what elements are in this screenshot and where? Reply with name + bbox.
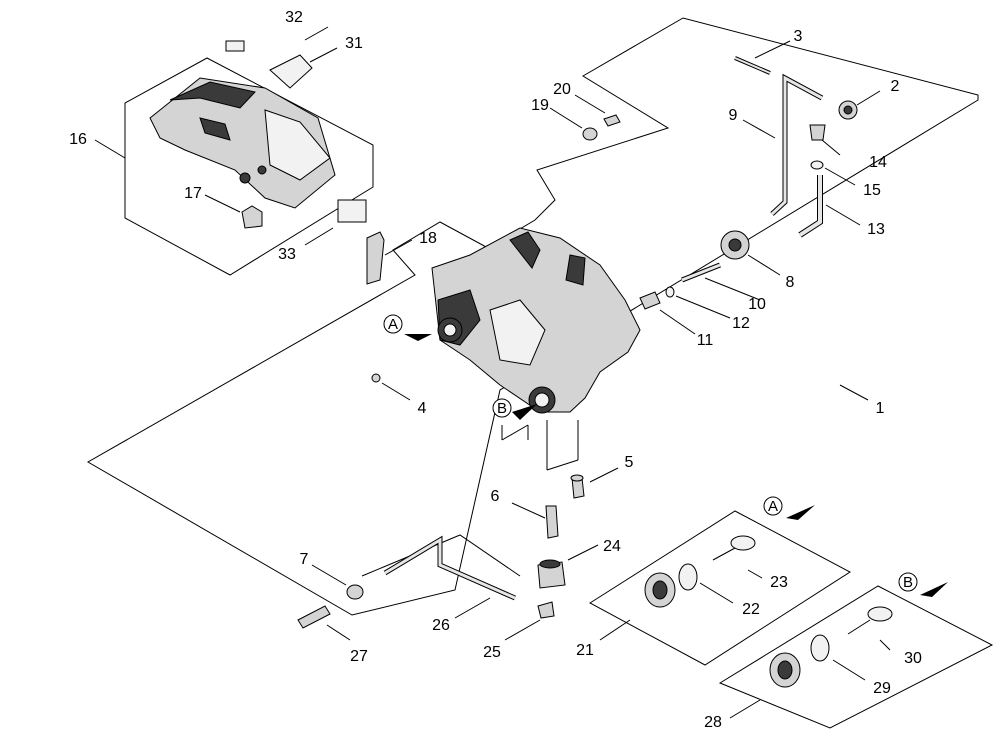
pump-8-center (728, 238, 742, 252)
callout-32: 32 (285, 9, 303, 26)
callout-20: 20 (553, 81, 571, 98)
bolt-5-head (570, 474, 584, 482)
marker-b-right: B (898, 572, 948, 597)
tube-13-highlight (798, 175, 822, 237)
knob-2-center (843, 105, 853, 115)
marker-b-left-label: B (497, 400, 507, 417)
callout-29: 29 (873, 680, 891, 697)
cap-24-top (539, 559, 561, 569)
washer-12-part (665, 286, 675, 298)
rod-3-highlight (734, 57, 771, 74)
marker-a-left-label: A (388, 316, 398, 333)
seal-group-a-outline (589, 510, 851, 666)
decal-31-part (269, 54, 313, 89)
marker-b-right-arrow (920, 582, 948, 597)
callout-18: 18 (419, 230, 437, 247)
marker-b-left-arrow (512, 404, 537, 420)
marker-a-right: A (763, 496, 815, 520)
screw-4-part (371, 373, 381, 383)
cover-group-outline (124, 57, 374, 276)
marker-a-right-arrow (786, 505, 815, 520)
callout-7: 7 (300, 551, 309, 568)
callout-16: 16 (69, 131, 87, 148)
grommet-7-part (346, 584, 364, 600)
plate-30-stem (847, 619, 871, 635)
callout-21: 21 (576, 642, 594, 659)
crankcase-part (431, 227, 641, 414)
marker-a-right-label: A (768, 498, 778, 515)
callout-5: 5 (625, 454, 634, 471)
callout-26: 26 (432, 617, 450, 634)
rod-9-part (770, 73, 824, 216)
seal-group-b-outline (718, 585, 994, 729)
fitting-14-part (809, 124, 826, 141)
callout-22: 22 (742, 601, 760, 618)
marker-b-left: B (492, 398, 537, 420)
callout-25: 25 (483, 644, 501, 661)
callout-17: 17 (184, 185, 202, 202)
callout-8: 8 (786, 274, 795, 291)
plate-30-part (867, 606, 893, 622)
shaft-10-highlight (681, 263, 721, 282)
marker-a-left: A (383, 314, 432, 341)
fuel-line-group-outline (361, 534, 521, 577)
callout-19: 19 (531, 97, 549, 114)
callout-12: 12 (732, 315, 750, 332)
callout-14: 14 (869, 154, 887, 171)
callout-15: 15 (863, 182, 881, 199)
clip-18-part (366, 231, 385, 285)
plate-23-part (730, 535, 756, 551)
callout-28: 28 (704, 714, 722, 731)
callout-6: 6 (491, 488, 500, 505)
rod-9-highlight (770, 75, 823, 216)
callout-13: 13 (867, 221, 885, 238)
fuel-pipe-26-highlight (384, 537, 516, 600)
main-group-outline (86, 17, 979, 616)
callout-11: 11 (697, 332, 714, 349)
plate-23-stem (712, 547, 736, 561)
seal-28-center (777, 660, 793, 680)
leader-lines (94, 26, 891, 719)
callout-24: 24 (603, 538, 621, 555)
callout-4: 4 (418, 400, 427, 417)
nozzle-11-part (639, 291, 661, 310)
bushing-19-part (582, 127, 598, 141)
oring-15-part (810, 160, 824, 170)
oring-22-part (678, 563, 698, 591)
oring-29-part (810, 634, 830, 662)
callout-31: 31 (345, 35, 363, 52)
fitting-27-part (297, 605, 331, 629)
elbow-25-part (537, 601, 555, 619)
marker-a-left-arrow (404, 334, 432, 341)
callout-1: 1 (876, 400, 885, 417)
screw-20-part (603, 114, 621, 127)
callout-30: 30 (904, 650, 922, 667)
label-32-part (225, 40, 245, 52)
top-cover-part (149, 77, 336, 209)
callout-10: 10 (748, 296, 766, 313)
callout-2: 2 (891, 78, 900, 95)
callout-23: 23 (770, 574, 788, 591)
marker-b-right-label: B (903, 574, 913, 591)
seal-21-center (652, 580, 668, 600)
callout-33: 33 (278, 246, 296, 263)
callout-3: 3 (794, 28, 803, 45)
callout-9: 9 (729, 107, 738, 124)
cap-17-part (241, 205, 263, 229)
callout-27: 27 (350, 648, 368, 665)
pin-6-part (545, 505, 559, 539)
label-33-part (337, 199, 367, 223)
